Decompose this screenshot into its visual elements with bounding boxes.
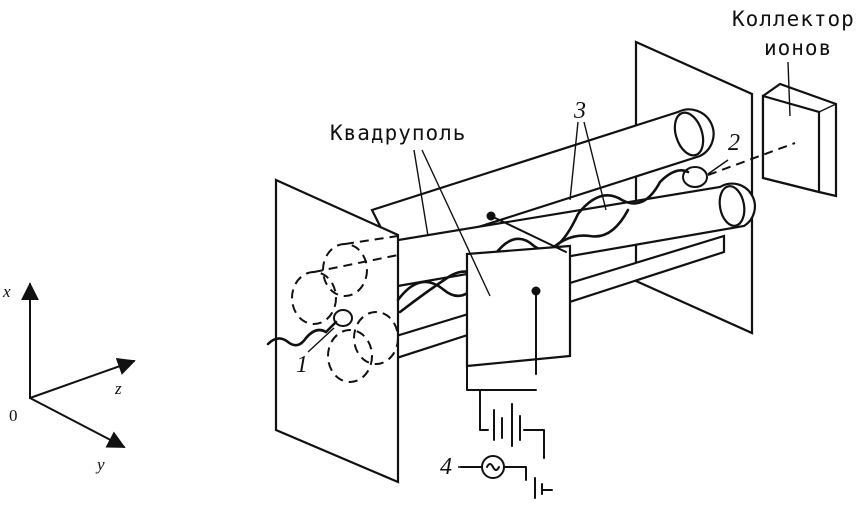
collector-label-line1: Коллектор (732, 7, 855, 31)
z-axis (29, 357, 136, 399)
y-axis-label: y (95, 455, 105, 474)
label-4: 4 (440, 454, 452, 480)
incoming-ion-beam (266, 320, 338, 347)
rod-upper-back (370, 108, 715, 256)
quadrupole-label: Квадруполь (330, 121, 466, 145)
label-1: 1 (296, 352, 308, 378)
ion-collector (761, 82, 838, 198)
front-plate (274, 178, 400, 484)
ion-beam-to-collector (707, 142, 796, 176)
label-3: 3 (573, 98, 586, 124)
label-2: 2 (728, 130, 740, 156)
coordinate-axes: x z y 0 (2, 282, 136, 474)
section-plate (465, 244, 572, 368)
origin-label: 0 (9, 406, 18, 425)
y-axis (29, 397, 126, 448)
label-leaders (307, 61, 791, 468)
quadrupole-rods (366, 108, 756, 368)
x-axis-label: x (2, 282, 11, 301)
z-axis-label: z (114, 379, 122, 398)
power-supply (460, 373, 553, 499)
collector-front-face (761, 94, 821, 194)
rod-upper-front (366, 182, 756, 289)
collector-label-line2: ионов (764, 36, 832, 60)
entrance-aperture (333, 309, 353, 327)
rod-hidden-outlines (291, 235, 399, 383)
